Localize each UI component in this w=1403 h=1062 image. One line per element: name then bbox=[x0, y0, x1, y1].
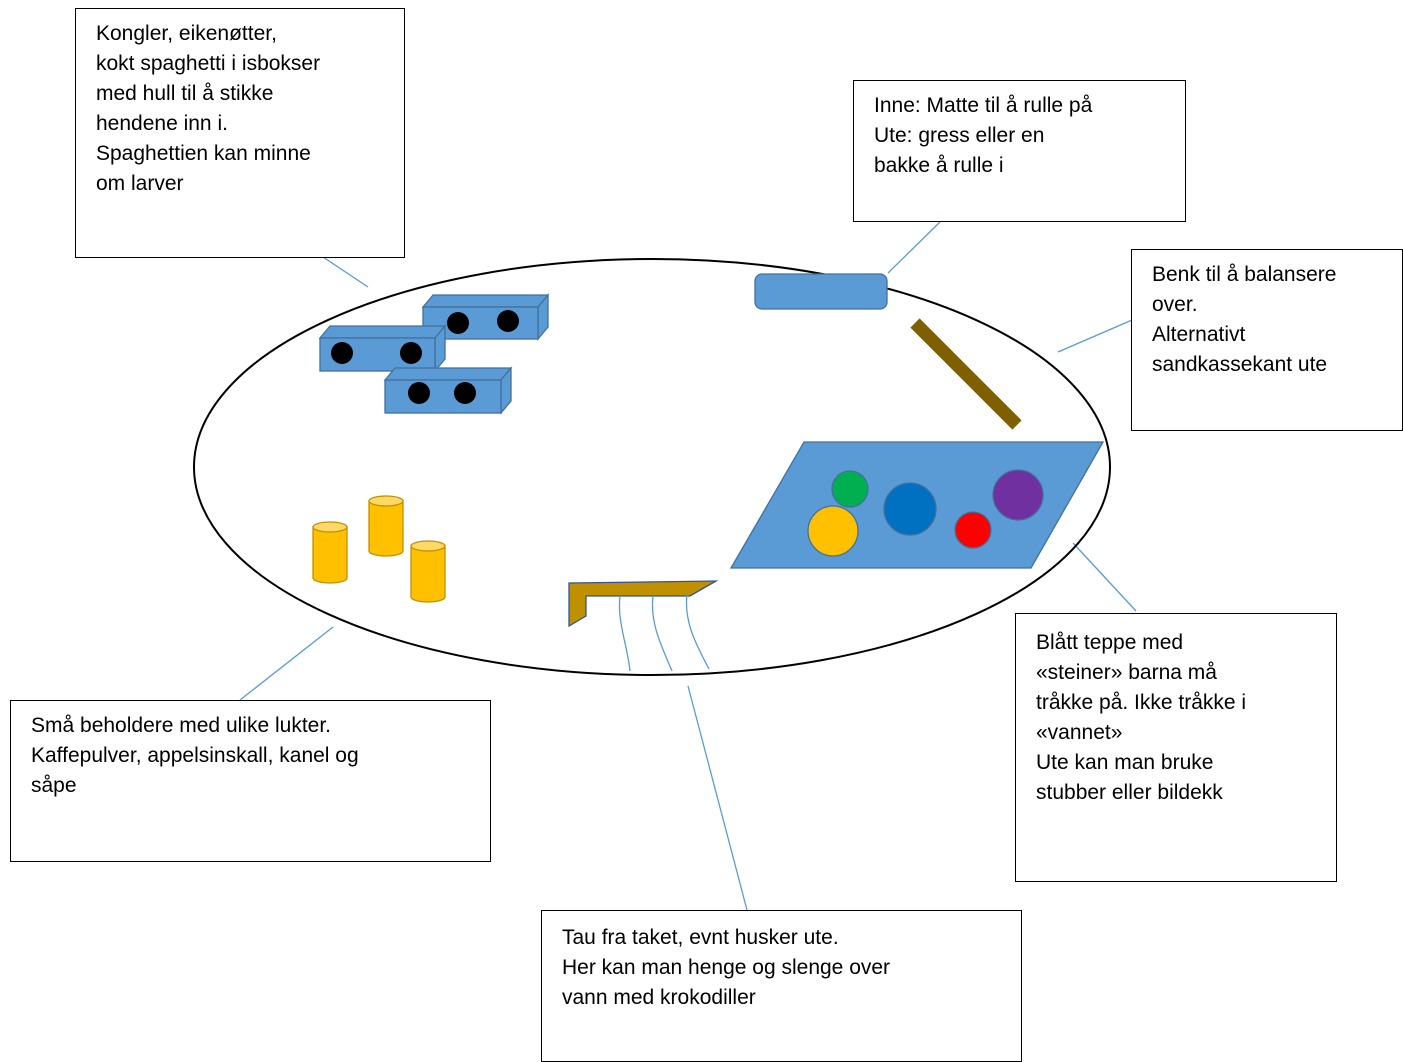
spaghetti-box-left bbox=[318, 324, 447, 373]
smells-note: Små beholdere med ulike lukter. Kaffepul… bbox=[10, 700, 491, 862]
room-ellipse bbox=[193, 258, 1111, 676]
note-line: Kongler, eikenøtter, bbox=[96, 22, 277, 45]
blue-carpet bbox=[729, 441, 1105, 569]
note-line: Små beholdere med ulike lukter. bbox=[31, 714, 331, 737]
note-line: hendene inn i. bbox=[96, 112, 228, 135]
note-line: såpe bbox=[31, 774, 77, 797]
note-line: Ute: gress eller en bbox=[874, 124, 1045, 147]
connector-smells bbox=[239, 626, 334, 701]
rope-1 bbox=[618, 595, 631, 672]
smell-container-1 bbox=[312, 521, 348, 584]
note-line: Alternativt bbox=[1152, 323, 1246, 346]
note-line: Inne: Matte til å rulle på bbox=[874, 94, 1093, 117]
stone-yellow bbox=[807, 505, 859, 557]
mat-note: Inne: Matte til å rulle på Ute: gress el… bbox=[853, 80, 1186, 222]
connector-carpet bbox=[1072, 542, 1137, 612]
note-line: med hull til å stikke bbox=[96, 82, 274, 105]
note-line: kokt spaghetti i isbokser bbox=[96, 52, 321, 75]
bench-note: Benk til å balansere over. Alternativt s… bbox=[1131, 249, 1403, 431]
note-line: Ute kan man bruke bbox=[1036, 751, 1214, 774]
note-line: stubber eller bildekk bbox=[1036, 781, 1223, 804]
note-line: over. bbox=[1152, 293, 1198, 316]
note-line: Spaghettien kan minne bbox=[96, 142, 311, 165]
note-line: Kaffepulver, appelsinskall, kanel og bbox=[31, 744, 359, 767]
connector-mat bbox=[887, 221, 941, 274]
note-line: «steiner» barna må bbox=[1036, 661, 1217, 684]
note-line: vann med krokodiller bbox=[562, 986, 756, 1009]
note-line: «vannet» bbox=[1036, 721, 1123, 744]
rope-3 bbox=[685, 593, 710, 670]
note-line: sandkassekant ute bbox=[1152, 353, 1328, 376]
note-line: Tau fra taket, evnt husker ute. bbox=[562, 926, 839, 949]
rope-note: Tau fra taket, evnt husker ute. Her kan … bbox=[541, 910, 1022, 1062]
rope-2 bbox=[651, 595, 673, 672]
carpet-note: Blått teppe med «steiner» barna må tråkk… bbox=[1015, 613, 1337, 882]
note-line: om larver bbox=[96, 172, 184, 195]
note-line: bakke å rulle i bbox=[874, 154, 1004, 177]
rope-hook bbox=[568, 580, 719, 672]
smell-container-3 bbox=[410, 540, 446, 603]
stone-purple bbox=[992, 469, 1044, 521]
note-line: Her kan man henge og slenge over bbox=[562, 956, 891, 979]
note-line: Blått teppe med bbox=[1036, 631, 1184, 654]
note-line: Benk til å balansere bbox=[1152, 263, 1337, 286]
spaghetti-box-bottom bbox=[383, 366, 513, 415]
spaghetti-box-note: Kongler, eikenøtter, kokt spaghetti i is… bbox=[75, 8, 405, 258]
balance-bench bbox=[910, 318, 1022, 430]
stone-green bbox=[831, 470, 869, 508]
smell-container-2 bbox=[368, 495, 404, 557]
connector-bench bbox=[1057, 319, 1133, 353]
rolling-mat bbox=[754, 273, 888, 310]
connector-spaghetti bbox=[319, 254, 369, 288]
connector-rope bbox=[687, 685, 748, 911]
stone-red bbox=[954, 511, 992, 549]
note-line: tråkke på. Ikke tråkke i bbox=[1036, 691, 1247, 714]
stone-blue bbox=[883, 482, 937, 536]
